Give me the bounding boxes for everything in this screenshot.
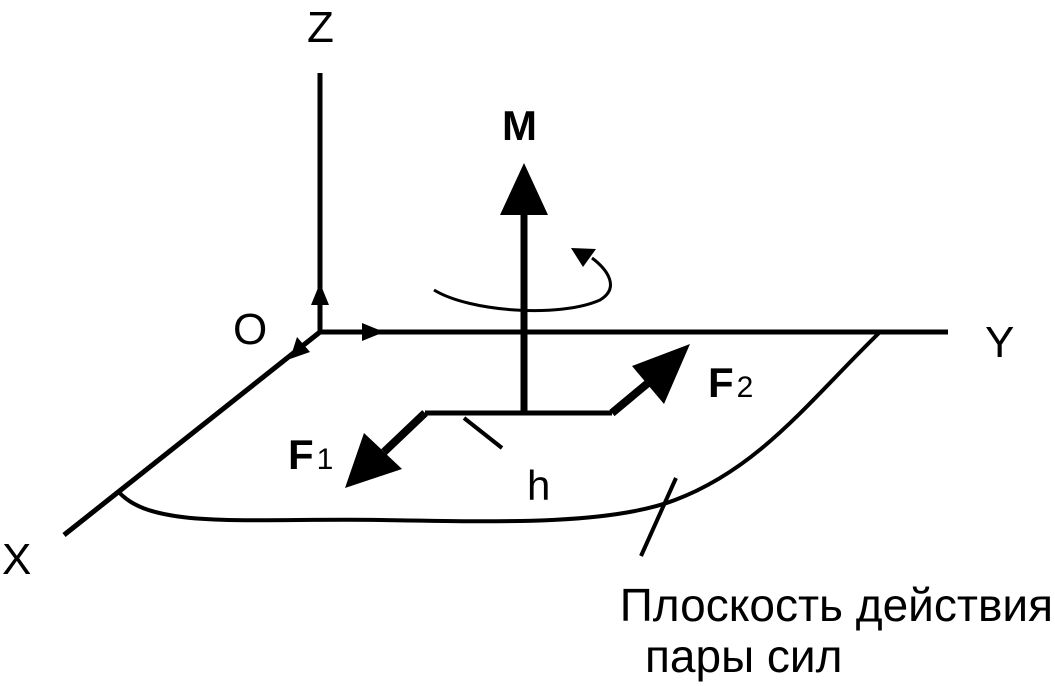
plane-of-action-outline (116, 330, 882, 524)
force-f2-index: 2 (737, 371, 754, 404)
force-f2-letter: F (708, 359, 734, 406)
force-f2-shaft (609, 374, 657, 417)
arm-label: h (527, 462, 550, 509)
axis-label-y: Y (985, 318, 1014, 367)
unit-vector-z-arrowhead (311, 283, 329, 305)
force-f1-arrowhead (345, 433, 402, 488)
caption-leader-line (639, 477, 678, 557)
rotation-arc-arrowhead (571, 248, 596, 267)
unit-vector-x-arrowhead (290, 337, 310, 359)
arm-label-leader (462, 416, 504, 450)
x-axis (62, 330, 322, 537)
axis-label-x: X (2, 535, 31, 584)
caption-line-1: Плоскость действия (620, 579, 1053, 631)
force-f1-index: 1 (317, 443, 334, 476)
origin-label: O (233, 305, 267, 354)
caption-line-2: пары сил (645, 630, 842, 682)
rotation-arc (433, 256, 612, 313)
moment-label: M (502, 102, 537, 149)
unit-vector-y-arrowhead (362, 323, 384, 341)
force-f1-shaft (381, 410, 428, 455)
force-f1-letter: F (288, 431, 314, 478)
axis-label-z: Z (307, 3, 334, 52)
force-f2-arrowhead (632, 344, 690, 404)
moment-vector-arrowhead (500, 163, 548, 215)
